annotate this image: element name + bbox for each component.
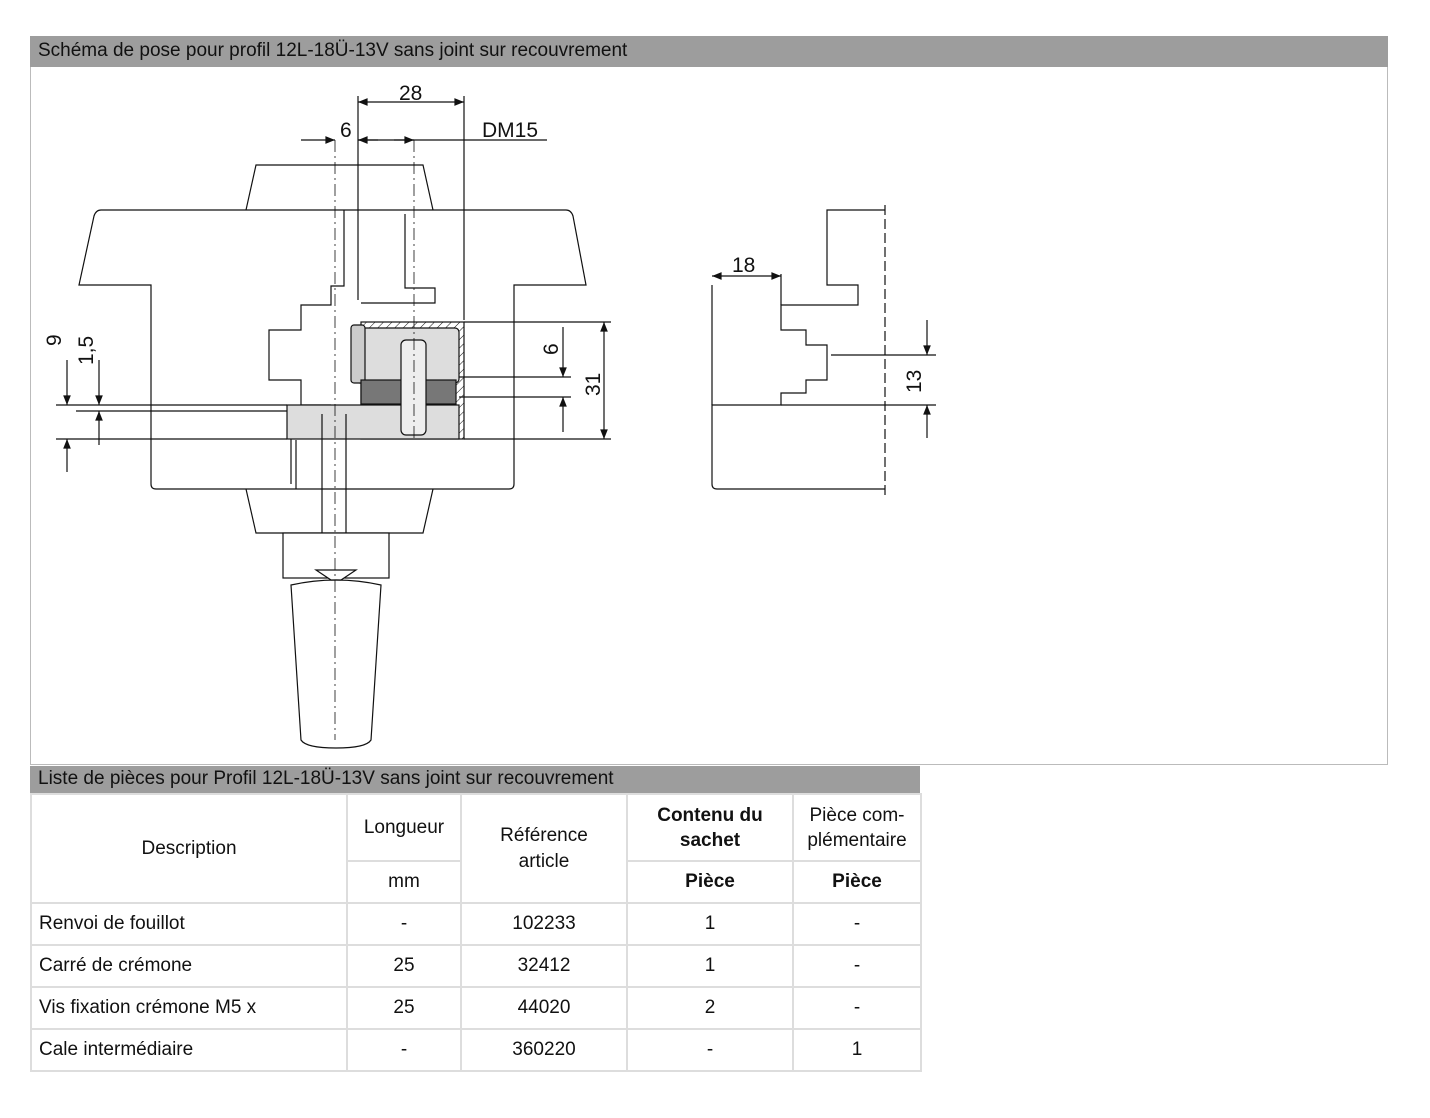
cell-description: Cale intermédiaire (30, 1028, 348, 1072)
side-profile (711, 205, 936, 495)
cell-complementary: - (792, 902, 922, 946)
profile-cross-section (78, 140, 587, 749)
parts-section-title: Liste de pièces pour Profil 12L-18Ü-13V … (30, 766, 920, 793)
cell-length: 25 (346, 986, 462, 1030)
cell-complementary: 1 (792, 1028, 922, 1072)
header-description: Description (30, 793, 348, 904)
installation-diagram: 28 6 DM15 9 1,5 6 31 18 13 (30, 67, 1388, 765)
cell-length: - (346, 902, 462, 946)
header-contents: Contenu du sachet (657, 804, 763, 851)
cell-contents: 1 (626, 902, 794, 946)
dim-1-5: 1,5 (75, 336, 98, 365)
header-reference: Référence article (500, 824, 588, 872)
table-row: Renvoi de fouillot - 102233 1 - (30, 902, 922, 946)
table-row: Vis fixation crémone M5 x 25 44020 2 - (30, 986, 922, 1030)
dim-6-side: 6 (540, 343, 563, 355)
dim-9: 9 (43, 334, 66, 346)
cell-complementary: - (792, 986, 922, 1030)
header-complementary-unit: Pièce (792, 860, 922, 904)
cell-description: Renvoi de fouillot (30, 902, 348, 946)
table-row: Cale intermédiaire - 360220 - 1 (30, 1028, 922, 1072)
dim-31: 31 (582, 373, 605, 396)
dimension-lines (56, 96, 611, 472)
cell-reference: 44020 (460, 986, 628, 1030)
cell-complementary: - (792, 944, 922, 988)
dim-dm15: DM15 (482, 119, 538, 142)
dim-28: 28 (399, 82, 422, 105)
cell-contents: - (626, 1028, 794, 1072)
cell-description: Carré de crémone (30, 944, 348, 988)
parts-table: Description Longueur Référence article C… (30, 793, 922, 1072)
header-contents-unit: Pièce (626, 860, 794, 904)
dim-6-top: 6 (340, 119, 352, 142)
cell-length: - (346, 1028, 462, 1072)
header-length: Longueur (346, 793, 462, 862)
dim-13: 13 (903, 370, 926, 393)
header-complementary: Pièce com-plémentaire (807, 804, 907, 851)
cell-contents: 2 (626, 986, 794, 1030)
header-length-unit: mm (346, 860, 462, 904)
cell-reference: 32412 (460, 944, 628, 988)
dim-18: 18 (732, 254, 755, 277)
table-row: Carré de crémone 25 32412 1 - (30, 944, 922, 988)
cell-description: Vis fixation crémone M5 x (30, 986, 348, 1030)
cell-contents: 1 (626, 944, 794, 988)
cell-length: 25 (346, 944, 462, 988)
diagram-section-title: Schéma de pose pour profil 12L-18Ü-13V s… (30, 36, 1388, 67)
cell-reference: 360220 (460, 1028, 628, 1072)
cell-reference: 102233 (460, 902, 628, 946)
